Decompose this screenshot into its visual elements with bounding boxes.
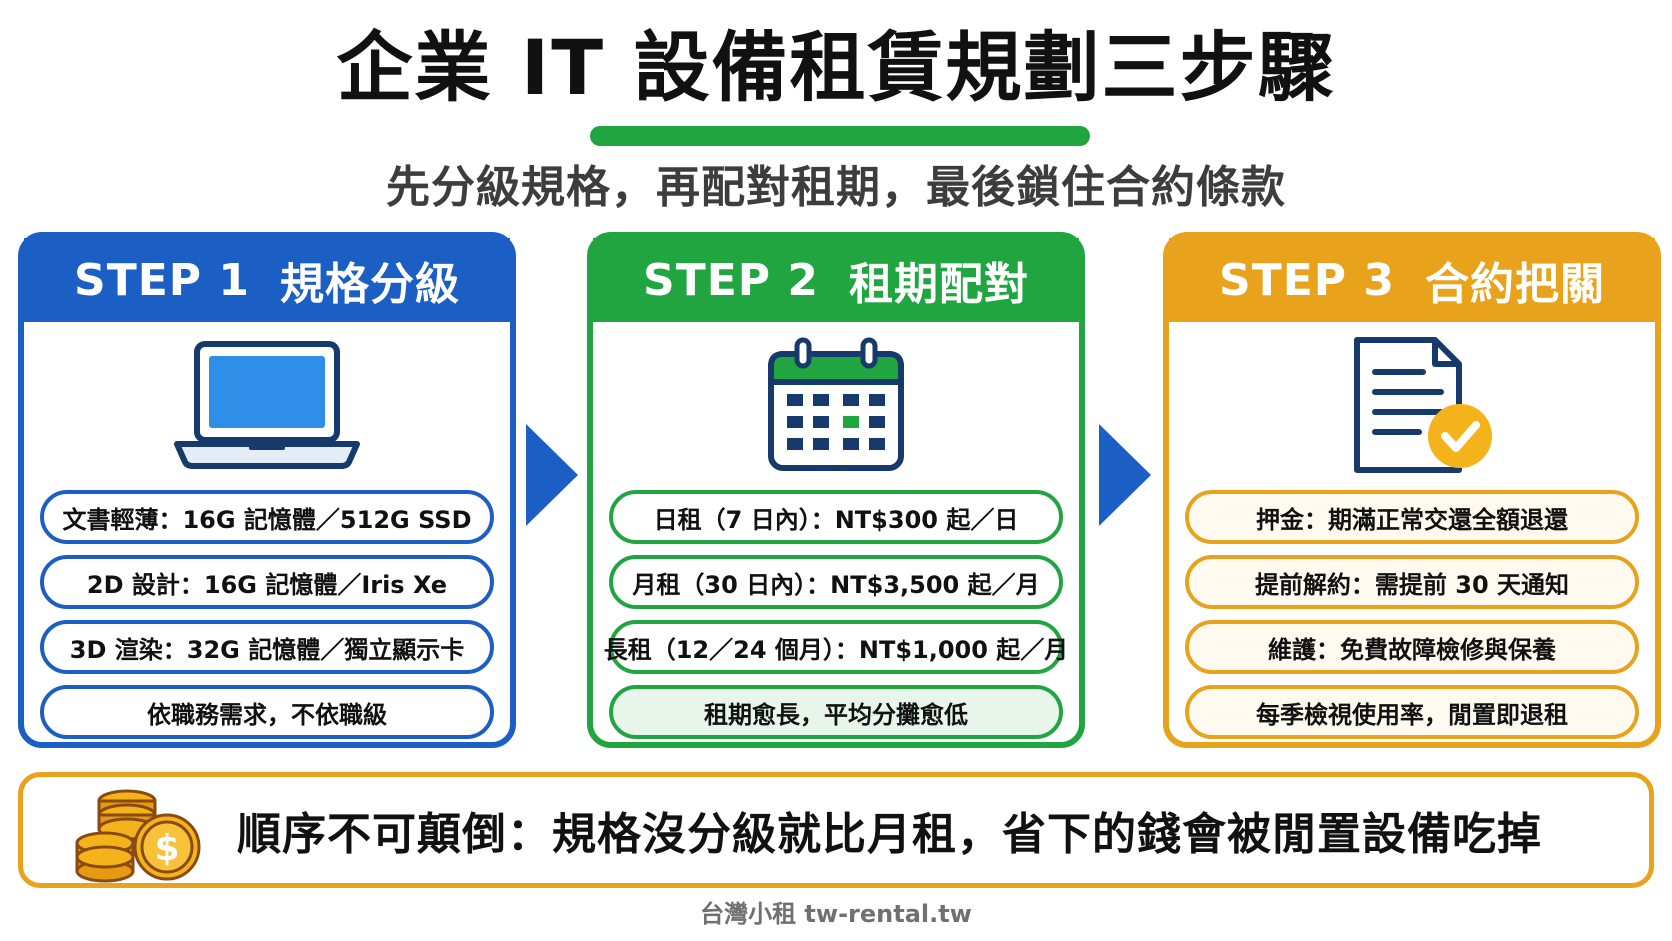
title-underline bbox=[590, 126, 1090, 146]
step-1-item: 文書輕薄：16G 記憶體／512G SSD bbox=[40, 490, 494, 544]
step-3-item: 每季檢視使用率，閒置即退租 bbox=[1185, 685, 1639, 739]
step-number: STEP 2 bbox=[643, 254, 819, 306]
bottom-banner-text: 順序不可顛倒：規格沒分級就比月租，省下的錢會被閒置設備吃掉 bbox=[237, 809, 1542, 860]
svg-text:$: $ bbox=[154, 828, 179, 869]
step-2-item: 租期愈長，平均分攤愈低 bbox=[609, 685, 1063, 739]
step-2-item: 長租（12／24 個月）：NT$1,000 起／月 bbox=[604, 620, 1068, 674]
step-header-2: STEP 2 租期配對 bbox=[593, 238, 1079, 322]
page-title: 企業 IT 設備租賃規劃三步驟 bbox=[336, 23, 1336, 112]
step-3-item: 提前解約：需提前 30 天通知 bbox=[1185, 555, 1639, 609]
step-header-1: STEP 1 規格分級 bbox=[24, 238, 510, 322]
step-number: STEP 1 bbox=[74, 254, 250, 306]
step-card-1: STEP 1 規格分級 文書輕薄：16G 記憶體／512G SSD 2D 設計：… bbox=[18, 232, 516, 748]
laptop-icon bbox=[174, 341, 360, 469]
step-name: 租期配對 bbox=[848, 259, 1029, 310]
step-card-3: STEP 3 合約把關 押金：期滿正常交還全額退還 提前解約：需提前 30 天通… bbox=[1163, 232, 1661, 748]
step-1-item: 3D 渲染：32G 記憶體／獨立顯示卡 bbox=[40, 620, 494, 674]
step-2-item: 日租（7 日內）：NT$300 起／日 bbox=[609, 490, 1063, 544]
step-header-3: STEP 3 合約把關 bbox=[1169, 238, 1655, 322]
coins-icon: $ bbox=[75, 789, 201, 883]
step-3-item: 維護：免費故障檢修與保養 bbox=[1185, 620, 1639, 674]
arrow-right-icon bbox=[526, 424, 578, 526]
step-number: STEP 3 bbox=[1219, 254, 1395, 306]
bottom-banner: $ 順序不可顛倒：規格沒分級就比月租，省下的錢會被閒置設備吃掉 bbox=[18, 772, 1654, 888]
step-name: 規格分級 bbox=[279, 259, 460, 310]
footer-credit: 台灣小租 tw-rental.tw bbox=[700, 900, 972, 928]
arrow-right-icon bbox=[1099, 424, 1151, 526]
step-name: 合約把關 bbox=[1424, 259, 1605, 310]
step-card-2: STEP 2 租期配對 日租（7 日內）：NT$300 起／日 月租（30 日內… bbox=[587, 232, 1085, 748]
step-1-item: 依職務需求，不依職級 bbox=[40, 685, 494, 739]
step-3-item: 押金：期滿正常交還全額退還 bbox=[1185, 490, 1639, 544]
contract-check-icon bbox=[1354, 337, 1492, 473]
page-subtitle: 先分級規格，再配對租期，最後鎖住合約條款 bbox=[386, 162, 1286, 213]
step-2-item: 月租（30 日內）：NT$3,500 起／月 bbox=[609, 555, 1063, 609]
step-1-item: 2D 設計：16G 記憶體／Iris Xe bbox=[40, 555, 494, 609]
calendar-icon bbox=[768, 337, 904, 471]
